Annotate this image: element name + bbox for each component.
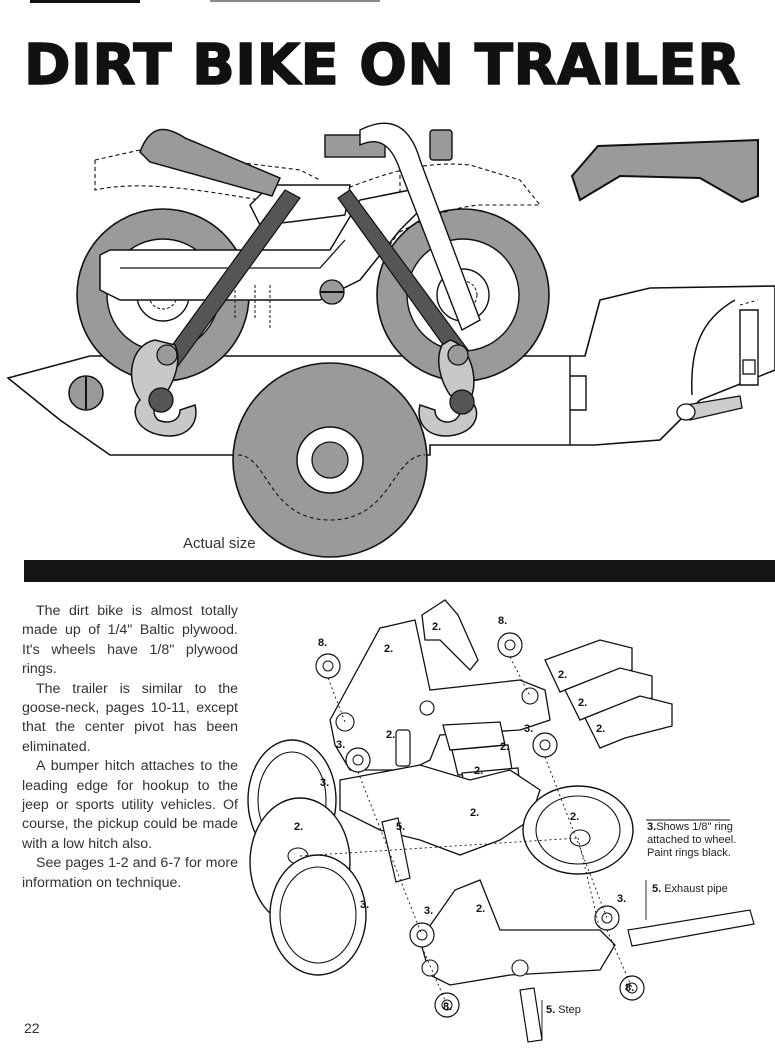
fender-pattern: [570, 138, 759, 204]
label-5-a: 5.: [396, 821, 405, 833]
bike-frame: [99, 187, 432, 301]
label-2-c: 2.: [558, 669, 567, 681]
label-2-a: 2.: [384, 643, 393, 655]
label-2-l: 2.: [476, 903, 485, 915]
label-2-f: 2.: [386, 729, 395, 741]
ring-note-line-3: Paint rings black.: [647, 847, 731, 859]
ring-note-line-1: Shows 1/8" ring: [656, 821, 733, 833]
page-title: DIRT BIKE ON TRAILER: [23, 33, 741, 98]
frame-part-upper: [329, 619, 551, 771]
svg-text:3.Shows 1/8" ring: 3.Shows 1/8" ring: [647, 821, 733, 833]
label-8-a: 8.: [318, 637, 327, 649]
seat-part: [421, 599, 479, 671]
label-3-d: 3.: [360, 899, 369, 911]
tank-part: [442, 721, 506, 751]
step-note-text: Step: [558, 1004, 581, 1016]
label-3-b: 3.: [336, 739, 345, 751]
step-note-number: 5.: [546, 1004, 555, 1016]
label-3-e: 3.: [424, 905, 433, 917]
label-8-c: 8.: [443, 1001, 452, 1013]
safety-chain: [691, 299, 736, 396]
paragraph-4: See pages 1-2 and 6-7 for more informati…: [22, 855, 238, 891]
bike-seat: [139, 128, 281, 197]
part-number-labels: 8. 2. 2. 8. 2. 2. 2. 3. 2. 3. 2. 2. 3. 2…: [294, 615, 634, 1013]
label-8-d: 8.: [625, 982, 634, 994]
label-2-b: 2.: [432, 621, 441, 633]
frame-part-lower: [419, 879, 616, 986]
actual-size-caption: Actual size: [183, 535, 256, 552]
exhaust-note-number: 5.: [652, 883, 661, 895]
trailer-body: [6, 285, 775, 456]
fender-part-1: [544, 639, 633, 693]
label-2-i: 2.: [470, 807, 479, 819]
fender-part-3: [584, 695, 673, 749]
svg-text:5.Step: 5.Step: [546, 1004, 581, 1016]
label-2-g: 2.: [500, 741, 509, 753]
peg-part: [381, 817, 411, 883]
paragraph-2: The trailer is similar to the goose-neck…: [22, 680, 238, 755]
section-divider-bar: [24, 560, 775, 582]
top-rule-right: [210, 0, 380, 2]
step-part: [519, 987, 543, 1043]
description-text: The dirt bike is almost totally made up …: [22, 602, 238, 893]
exhaust-note-text: Exhaust pipe: [664, 883, 728, 895]
label-2-j: 2.: [294, 821, 303, 833]
label-3-c: 3.: [320, 777, 329, 789]
ring-note-number: 3.: [647, 821, 656, 833]
label-2-k: 2.: [570, 811, 579, 823]
label-8-b: 8.: [498, 615, 507, 627]
label-2-d: 2.: [578, 697, 587, 709]
exhaust-pipe-part: [627, 909, 755, 947]
bike-on-trailer-illustration: [6, 122, 775, 558]
svg-text:5.Exhaust pipe: 5.Exhaust pipe: [652, 883, 728, 895]
label-2-e: 2.: [596, 723, 605, 735]
top-rule-left: [30, 0, 140, 3]
ring-note-line-2: attached to wheel.: [647, 834, 736, 846]
label-3-a: 3.: [524, 723, 533, 735]
label-3-f: 3.: [617, 893, 626, 905]
page-number: 22: [24, 1020, 40, 1036]
paragraph-3: A bumper hitch attaches to the leading e…: [22, 758, 238, 852]
paragraph-1: The dirt bike is almost totally made up …: [22, 603, 238, 678]
main-body-part: [339, 764, 541, 856]
fender-part-2: [564, 667, 653, 721]
label-2-h: 2.: [474, 765, 483, 777]
